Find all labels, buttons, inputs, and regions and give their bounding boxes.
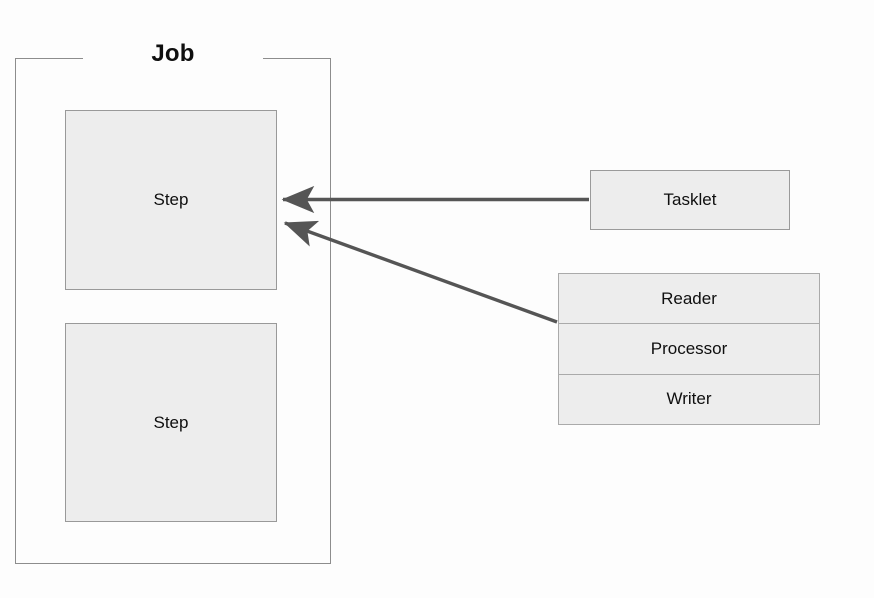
chunk-row-reader[interactable]: Reader xyxy=(559,274,819,325)
chunk-row-writer[interactable]: Writer xyxy=(559,375,819,424)
job-title-gap-mask xyxy=(83,51,263,67)
step-box-2[interactable]: Step xyxy=(65,323,277,522)
step-box-2-label: Step xyxy=(153,412,189,432)
chunk-row-processor[interactable]: Processor xyxy=(559,324,819,375)
job-title: Job xyxy=(151,40,195,67)
tasklet-label: Tasklet xyxy=(663,190,717,209)
tasklet-box[interactable]: Tasklet xyxy=(590,170,790,230)
step-box-1[interactable]: Step xyxy=(65,110,277,290)
step-box-1-label: Step xyxy=(153,190,189,209)
chunk-row-reader-label: Reader xyxy=(661,288,717,308)
chunk-stack: Reader Processor Writer xyxy=(558,273,820,425)
chunk-row-writer-label: Writer xyxy=(666,389,712,409)
chunk-row-processor-label: Processor xyxy=(650,338,728,358)
